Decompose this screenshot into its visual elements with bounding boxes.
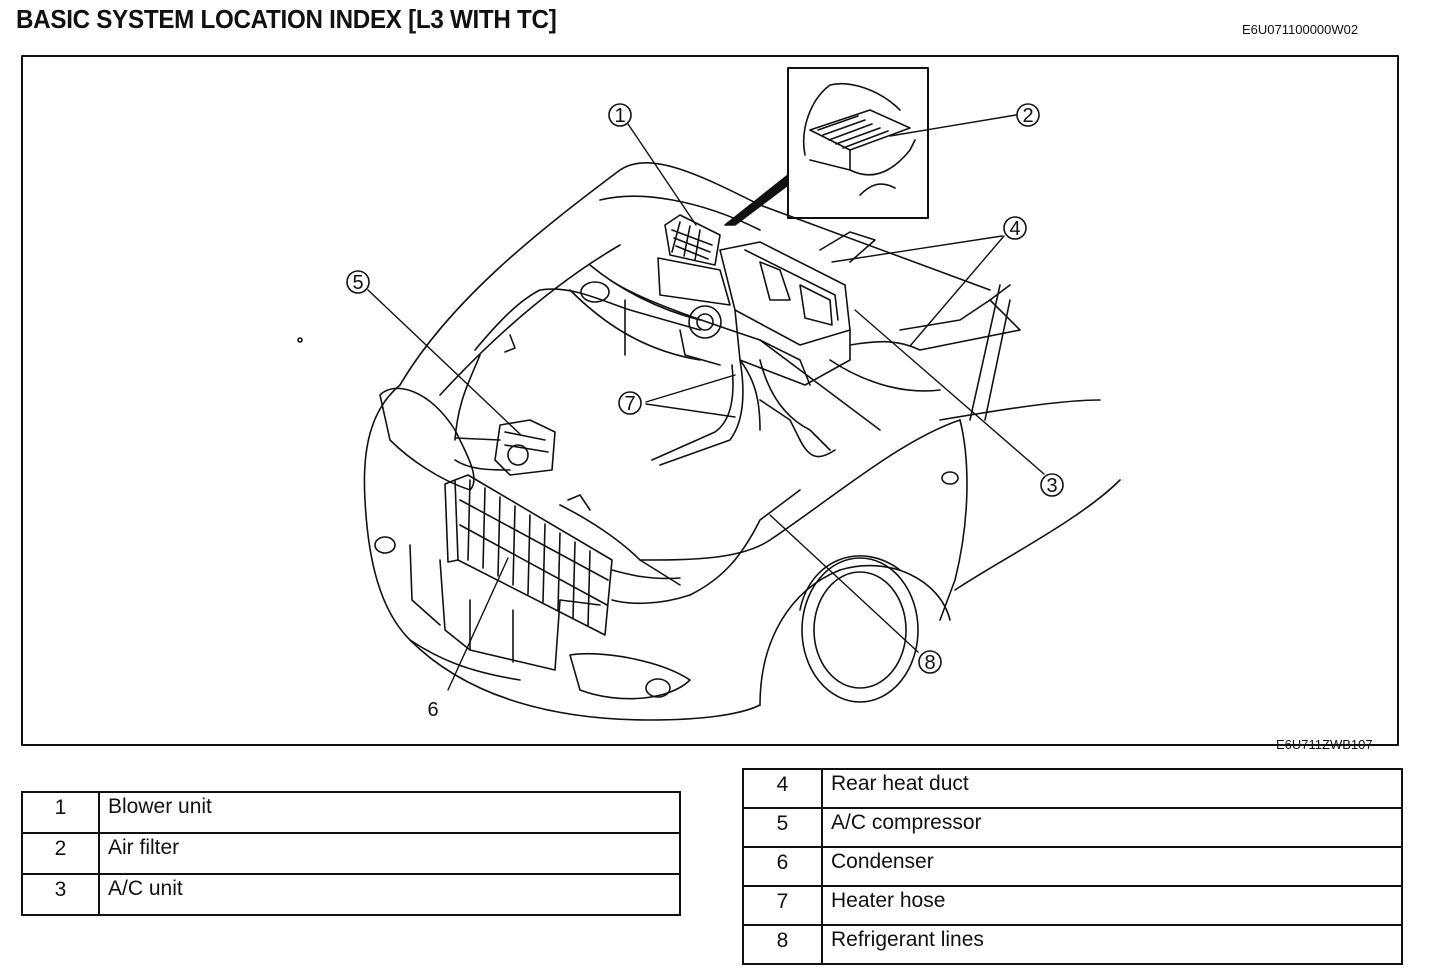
legend-label: Refrigerant lines xyxy=(821,924,1403,965)
legend-number: 3 xyxy=(21,873,100,916)
legend-number: 8 xyxy=(742,924,823,965)
legend-number: 1 xyxy=(21,791,100,834)
callout-6: 6 xyxy=(427,699,438,721)
legend-number: 7 xyxy=(742,885,823,926)
legend-label: A/C compressor xyxy=(821,807,1403,848)
svg-text:8: 8 xyxy=(924,652,935,674)
ac-compressor xyxy=(454,419,556,476)
legend-table-right: 4 Rear heat duct 5 A/C compressor 6 Cond… xyxy=(742,768,1403,965)
air-filter-inset xyxy=(724,67,929,226)
legend-label: Air filter xyxy=(98,832,681,875)
legend-row: 4 Rear heat duct xyxy=(742,768,1403,809)
hvac-assembly xyxy=(657,214,1021,392)
callout-8: 8 xyxy=(918,650,942,674)
svg-text:4: 4 xyxy=(1009,218,1020,240)
svg-text:5: 5 xyxy=(352,272,363,294)
callout-7: 7 xyxy=(618,391,642,415)
callout-5: 5 xyxy=(346,270,370,294)
legend-number: 6 xyxy=(742,846,823,887)
callout-3: 3 xyxy=(1040,473,1064,497)
svg-text:2: 2 xyxy=(1022,105,1033,127)
svg-text:6: 6 xyxy=(427,699,438,721)
svg-text:1: 1 xyxy=(614,105,625,127)
condenser xyxy=(444,474,613,636)
legend-label: Condenser xyxy=(821,846,1403,887)
legend-label: Heater hose xyxy=(821,885,1403,926)
legend-number: 5 xyxy=(742,807,823,848)
legend-number: 4 xyxy=(742,768,823,809)
legend-table-left: 1 Blower unit 2 Air filter 3 A/C unit xyxy=(21,791,681,916)
legend-label: Rear heat duct xyxy=(821,768,1403,809)
figure-frame xyxy=(21,55,1399,746)
front-wheel xyxy=(799,555,919,703)
legend-number: 2 xyxy=(21,832,100,875)
page-title: BASIC SYSTEM LOCATION INDEX [L3 WITH TC] xyxy=(16,4,557,34)
legend-row: 5 A/C compressor xyxy=(742,807,1403,848)
refrigerant-lines xyxy=(454,288,836,605)
figure-code: E6U711ZWB107 xyxy=(1276,737,1373,752)
svg-text:3: 3 xyxy=(1046,475,1057,497)
vehicle-outline xyxy=(297,162,1121,721)
legend-label: A/C unit xyxy=(98,873,681,916)
legend-row: 6 Condenser xyxy=(742,846,1403,887)
legend-label: Blower unit xyxy=(98,791,681,834)
leader-lines xyxy=(367,114,1045,691)
callout-4: 4 xyxy=(1003,216,1027,240)
legend-row: 7 Heater hose xyxy=(742,885,1403,926)
legend-row: 1 Blower unit xyxy=(21,791,681,834)
legend-row: 3 A/C unit xyxy=(21,873,681,916)
callout-1: 1 xyxy=(608,103,632,127)
callout-2: 2 xyxy=(1016,103,1040,127)
legend-row: 8 Refrigerant lines xyxy=(742,924,1403,965)
heater-hoses xyxy=(651,359,761,466)
document-code: E6U071100000W02 xyxy=(1242,22,1359,37)
legend-row: 2 Air filter xyxy=(21,832,681,875)
svg-text:7: 7 xyxy=(624,393,635,415)
